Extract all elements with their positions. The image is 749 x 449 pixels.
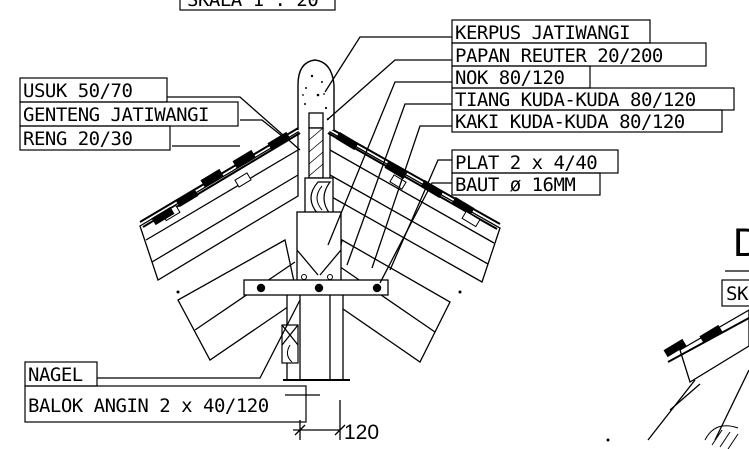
label-usuk-text: USUK 50/70 xyxy=(23,80,132,102)
scale-title-partial: SKALA 1 : 20 xyxy=(179,0,336,11)
ridge-assembly xyxy=(281,59,350,381)
label-nagel-text: NAGEL xyxy=(28,364,83,386)
left-roof-slope xyxy=(139,126,301,361)
label-tiang-text: TIANG KUDA-KUDA 80/120 xyxy=(455,89,696,111)
label-balok: BALOK ANGIN 2 x 40/120 xyxy=(24,385,307,423)
label-kaki: KAKI KUDA-KUDA 80/120 xyxy=(451,109,723,133)
label-genteng-text: GENTENG JATIWANGI xyxy=(23,104,209,126)
label-baut-text: BAUT ø 16MM xyxy=(455,174,575,196)
dimension-120: 120 xyxy=(293,400,379,444)
scale-title-text: SKALA 1 : 20 xyxy=(187,0,318,11)
label-nok: NOK 80/120 xyxy=(451,65,591,89)
right-roof-tiles xyxy=(327,126,501,230)
label-baut: BAUT ø 16MM xyxy=(451,172,601,196)
leader-lines-right xyxy=(324,36,452,284)
next-detail-title: D xyxy=(733,221,749,265)
left-roof-tiles xyxy=(139,126,301,228)
label-genteng: GENTENG JATIWANGI xyxy=(19,101,239,127)
label-usuk: USUK 50/70 xyxy=(19,77,168,103)
label-plat-text: PLAT 2 x 4/40 xyxy=(455,152,597,174)
label-kerpus-text: KERPUS JATIWANGI xyxy=(455,22,630,44)
bolt xyxy=(314,283,324,293)
next-detail-partial: D SK xyxy=(606,221,749,449)
next-detail-scale: SK xyxy=(726,283,749,305)
label-balok-text: BALOK ANGIN 2 x 40/120 xyxy=(28,395,269,417)
tiang-kuda-kuda xyxy=(296,211,342,283)
label-plat: PLAT 2 x 4/40 xyxy=(451,149,619,174)
bolt xyxy=(372,283,382,293)
label-papan: PAPAN REUTER 20/200 xyxy=(451,42,707,67)
label-reng: RENG 20/30 xyxy=(19,125,171,151)
bolt xyxy=(256,283,266,293)
label-nok-text: NOK 80/120 xyxy=(455,67,564,89)
nok-beam xyxy=(308,112,324,129)
steel-plate xyxy=(243,274,389,296)
label-kerpus: KERPUS JATIWANGI xyxy=(451,19,651,44)
dimension-text: 120 xyxy=(344,421,379,444)
right-roof-slope xyxy=(327,126,501,363)
label-reng-text: RENG 20/30 xyxy=(23,128,132,150)
label-kaki-text: KAKI KUDA-KUDA 80/120 xyxy=(455,111,685,133)
label-nagel: NAGEL xyxy=(24,361,98,387)
label-tiang: TIANG KUDA-KUDA 80/120 xyxy=(451,87,735,111)
leader-lines-left xyxy=(97,96,320,396)
label-papan-text: PAPAN REUTER 20/200 xyxy=(455,45,663,67)
kerpus-tile xyxy=(297,59,335,130)
